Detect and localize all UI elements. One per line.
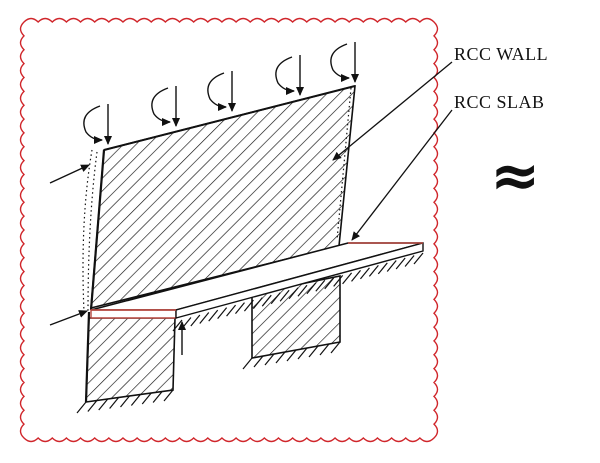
ground-tick [243, 299, 254, 312]
ground-tick [252, 297, 263, 310]
left-support-edge [84, 311, 91, 403]
rcc-slab-right-face [175, 242, 424, 319]
wall-dotted-outline-left-2 [87, 151, 98, 313]
ground-tick [261, 294, 272, 307]
ground-tick [308, 345, 319, 358]
ground-tick [297, 284, 308, 297]
left-arrow-upper [49, 164, 90, 184]
ground-tick [330, 341, 341, 354]
load-arrows [83, 42, 359, 145]
ground-tick [264, 353, 275, 366]
ground-tick [141, 392, 152, 405]
ground-tick [319, 343, 330, 356]
ground-tick [208, 309, 219, 322]
ground-tick [288, 287, 299, 300]
ground-tick [270, 292, 281, 305]
ground-tick [242, 357, 253, 370]
ground-tick [226, 304, 237, 317]
ground-tick [404, 255, 415, 267]
ground-tick [217, 307, 228, 319]
ground-tick [275, 351, 286, 364]
left-support-block [85, 317, 176, 403]
ground-tick [413, 252, 424, 265]
wall-dotted-outline-left [82, 149, 93, 313]
left-arrow-lower [49, 310, 88, 326]
ground-tick [98, 398, 109, 411]
ground-tick [181, 317, 192, 329]
ground-tick [190, 314, 201, 327]
wall-left-edge [89, 149, 106, 311]
ground-tick [120, 395, 130, 408]
ground-tick [152, 391, 163, 403]
slab-leader-line [351, 109, 453, 241]
rcc-slab-front-face [90, 309, 177, 319]
ground-tick [351, 269, 361, 282]
ground-tick [342, 272, 353, 285]
rcc-wall-label: RCC WALL [454, 44, 549, 64]
wall-dotted-outline-right [336, 87, 352, 241]
ground-tick [253, 355, 264, 368]
ground-tick [109, 397, 120, 409]
ground-tick [286, 349, 297, 362]
curved-arrow-icon [83, 105, 103, 144]
curved-arrow-icon [151, 87, 171, 126]
ground-tick [395, 257, 406, 270]
wall-leader-line [332, 61, 453, 161]
wall-top-edge [103, 85, 356, 151]
scalloped-border [19, 17, 439, 443]
ground-tick [199, 312, 210, 324]
curved-arrow-icon [330, 43, 350, 82]
ground-tick [87, 400, 98, 412]
curved-arrow-icon [207, 72, 227, 111]
ground-tick [130, 394, 141, 406]
ground-tick [359, 267, 370, 280]
ground-tick [279, 289, 290, 302]
ground-tick [324, 277, 335, 290]
ground-tick [76, 401, 87, 414]
ground-tick [368, 265, 379, 277]
ground-tick [315, 279, 326, 292]
ground-tick [297, 347, 308, 360]
ground-tick [386, 260, 397, 272]
ground-tick [235, 302, 245, 315]
ground-tick [306, 282, 317, 295]
ground-tick [333, 274, 344, 287]
curved-arrow-icon [275, 56, 295, 95]
approx-symbol: ≈ [490, 141, 541, 211]
ground-ticks [76, 252, 424, 414]
rcc-slab-label: RCC SLAB [454, 92, 545, 112]
ground-tick [163, 389, 174, 402]
ground-tick [377, 262, 388, 275]
